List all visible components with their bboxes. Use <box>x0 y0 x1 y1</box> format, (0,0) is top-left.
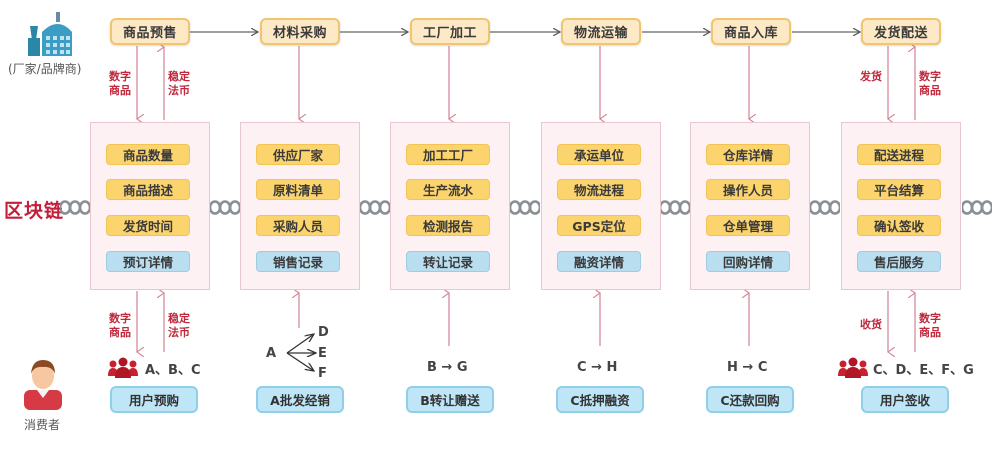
stage-warehousing[interactable]: 商品入库 <box>711 18 791 45</box>
field: GPS定位 <box>557 215 641 236</box>
transfer-from: A <box>266 346 277 361</box>
field: 仓单管理 <box>706 215 790 236</box>
record-field: 融资详情 <box>557 251 641 272</box>
field: 发货时间 <box>106 215 190 236</box>
field: 检测报告 <box>406 215 490 236</box>
manufacturer-label: (厂家/品牌商) <box>8 62 82 76</box>
action-wholesale[interactable]: A批发经销 <box>256 386 344 413</box>
transfer-note: B → G <box>427 360 468 375</box>
transfer-to-e: E <box>318 346 327 361</box>
field: 操作人员 <box>706 179 790 200</box>
action-user-signoff[interactable]: 用户签收 <box>861 386 949 413</box>
block-panel-presale: 商品数量 商品描述 发货时间 预订详情 <box>90 122 210 290</box>
stage-material-purchase[interactable]: 材料采购 <box>260 18 340 45</box>
flow-label-stablecoin: 稳定 法币 <box>168 312 190 339</box>
user-group-icon <box>108 356 138 378</box>
transfer-note: C、D、E、F、G <box>873 363 974 378</box>
chain-link-icon <box>960 200 994 215</box>
field: 原料清单 <box>256 179 340 200</box>
field: 采购人员 <box>256 215 340 236</box>
action-pledge-financing[interactable]: C抵押融资 <box>556 386 644 413</box>
record-field: 售后服务 <box>857 251 941 272</box>
record-field: 转让记录 <box>406 251 490 272</box>
record-field: 回购详情 <box>706 251 790 272</box>
block-panel-delivery: 配送进程 平台结算 确认签收 售后服务 <box>841 122 961 290</box>
block-panel-logistics: 承运单位 物流进程 GPS定位 融资详情 <box>541 122 661 290</box>
field: 配送进程 <box>857 144 941 165</box>
field: 物流进程 <box>557 179 641 200</box>
field: 加工工厂 <box>406 144 490 165</box>
action-user-preorder[interactable]: 用户预购 <box>110 386 198 413</box>
fan-arrow-d <box>286 334 314 354</box>
field: 确认签收 <box>857 215 941 236</box>
transfer-note: H → C <box>727 360 768 375</box>
transfer-to-d: D <box>318 325 329 340</box>
field: 商品数量 <box>106 144 190 165</box>
flow-label-stablecoin: 稳定 法币 <box>168 70 190 97</box>
action-repay-buyback[interactable]: C还款回购 <box>706 386 794 413</box>
field: 仓库详情 <box>706 144 790 165</box>
field: 生产流水 <box>406 179 490 200</box>
flow-label-digital-goods: 数字 商品 <box>919 312 941 339</box>
chain-link-icon <box>508 200 542 215</box>
field: 供应厂家 <box>256 144 340 165</box>
record-field: 预订详情 <box>106 251 190 272</box>
stage-presale[interactable]: 商品预售 <box>110 18 190 45</box>
block-panel-warehouse: 仓库详情 操作人员 仓单管理 回购详情 <box>690 122 810 290</box>
flow-label-digital-goods: 数字 商品 <box>919 70 941 97</box>
transfer-note: A、B、C <box>145 363 201 378</box>
field: 平台结算 <box>857 179 941 200</box>
chain-link-icon <box>58 200 92 215</box>
stage-delivery[interactable]: 发货配送 <box>861 18 941 45</box>
flow-label-receive: 收货 <box>860 318 882 331</box>
chain-link-icon <box>358 200 392 215</box>
chain-link-icon <box>658 200 692 215</box>
user-group-icon <box>838 356 868 378</box>
blockchain-label: 区块链 <box>4 200 65 222</box>
factory-icon <box>24 12 76 58</box>
flow-label-digital-goods: 数字 商品 <box>109 312 131 339</box>
transfer-note: C → H <box>577 360 618 375</box>
stage-factory-processing[interactable]: 工厂加工 <box>410 18 490 45</box>
flow-label-ship: 发货 <box>860 70 882 83</box>
field: 承运单位 <box>557 144 641 165</box>
consumer-avatar-icon <box>22 356 64 410</box>
fan-arrow-f <box>286 352 314 371</box>
action-transfer-gift[interactable]: B转让赠送 <box>406 386 494 413</box>
chain-link-icon <box>808 200 842 215</box>
field: 商品描述 <box>106 179 190 200</box>
flow-label-digital-goods: 数字 商品 <box>109 70 131 97</box>
chain-link-icon <box>208 200 242 215</box>
block-panel-material: 供应厂家 原料清单 采购人员 销售记录 <box>240 122 360 290</box>
consumer-label: 消费者 <box>24 418 61 432</box>
stage-logistics[interactable]: 物流运输 <box>561 18 641 45</box>
record-field: 销售记录 <box>256 251 340 272</box>
block-panel-factory: 加工工厂 生产流水 检测报告 转让记录 <box>390 122 510 290</box>
transfer-to-f: F <box>318 366 327 381</box>
